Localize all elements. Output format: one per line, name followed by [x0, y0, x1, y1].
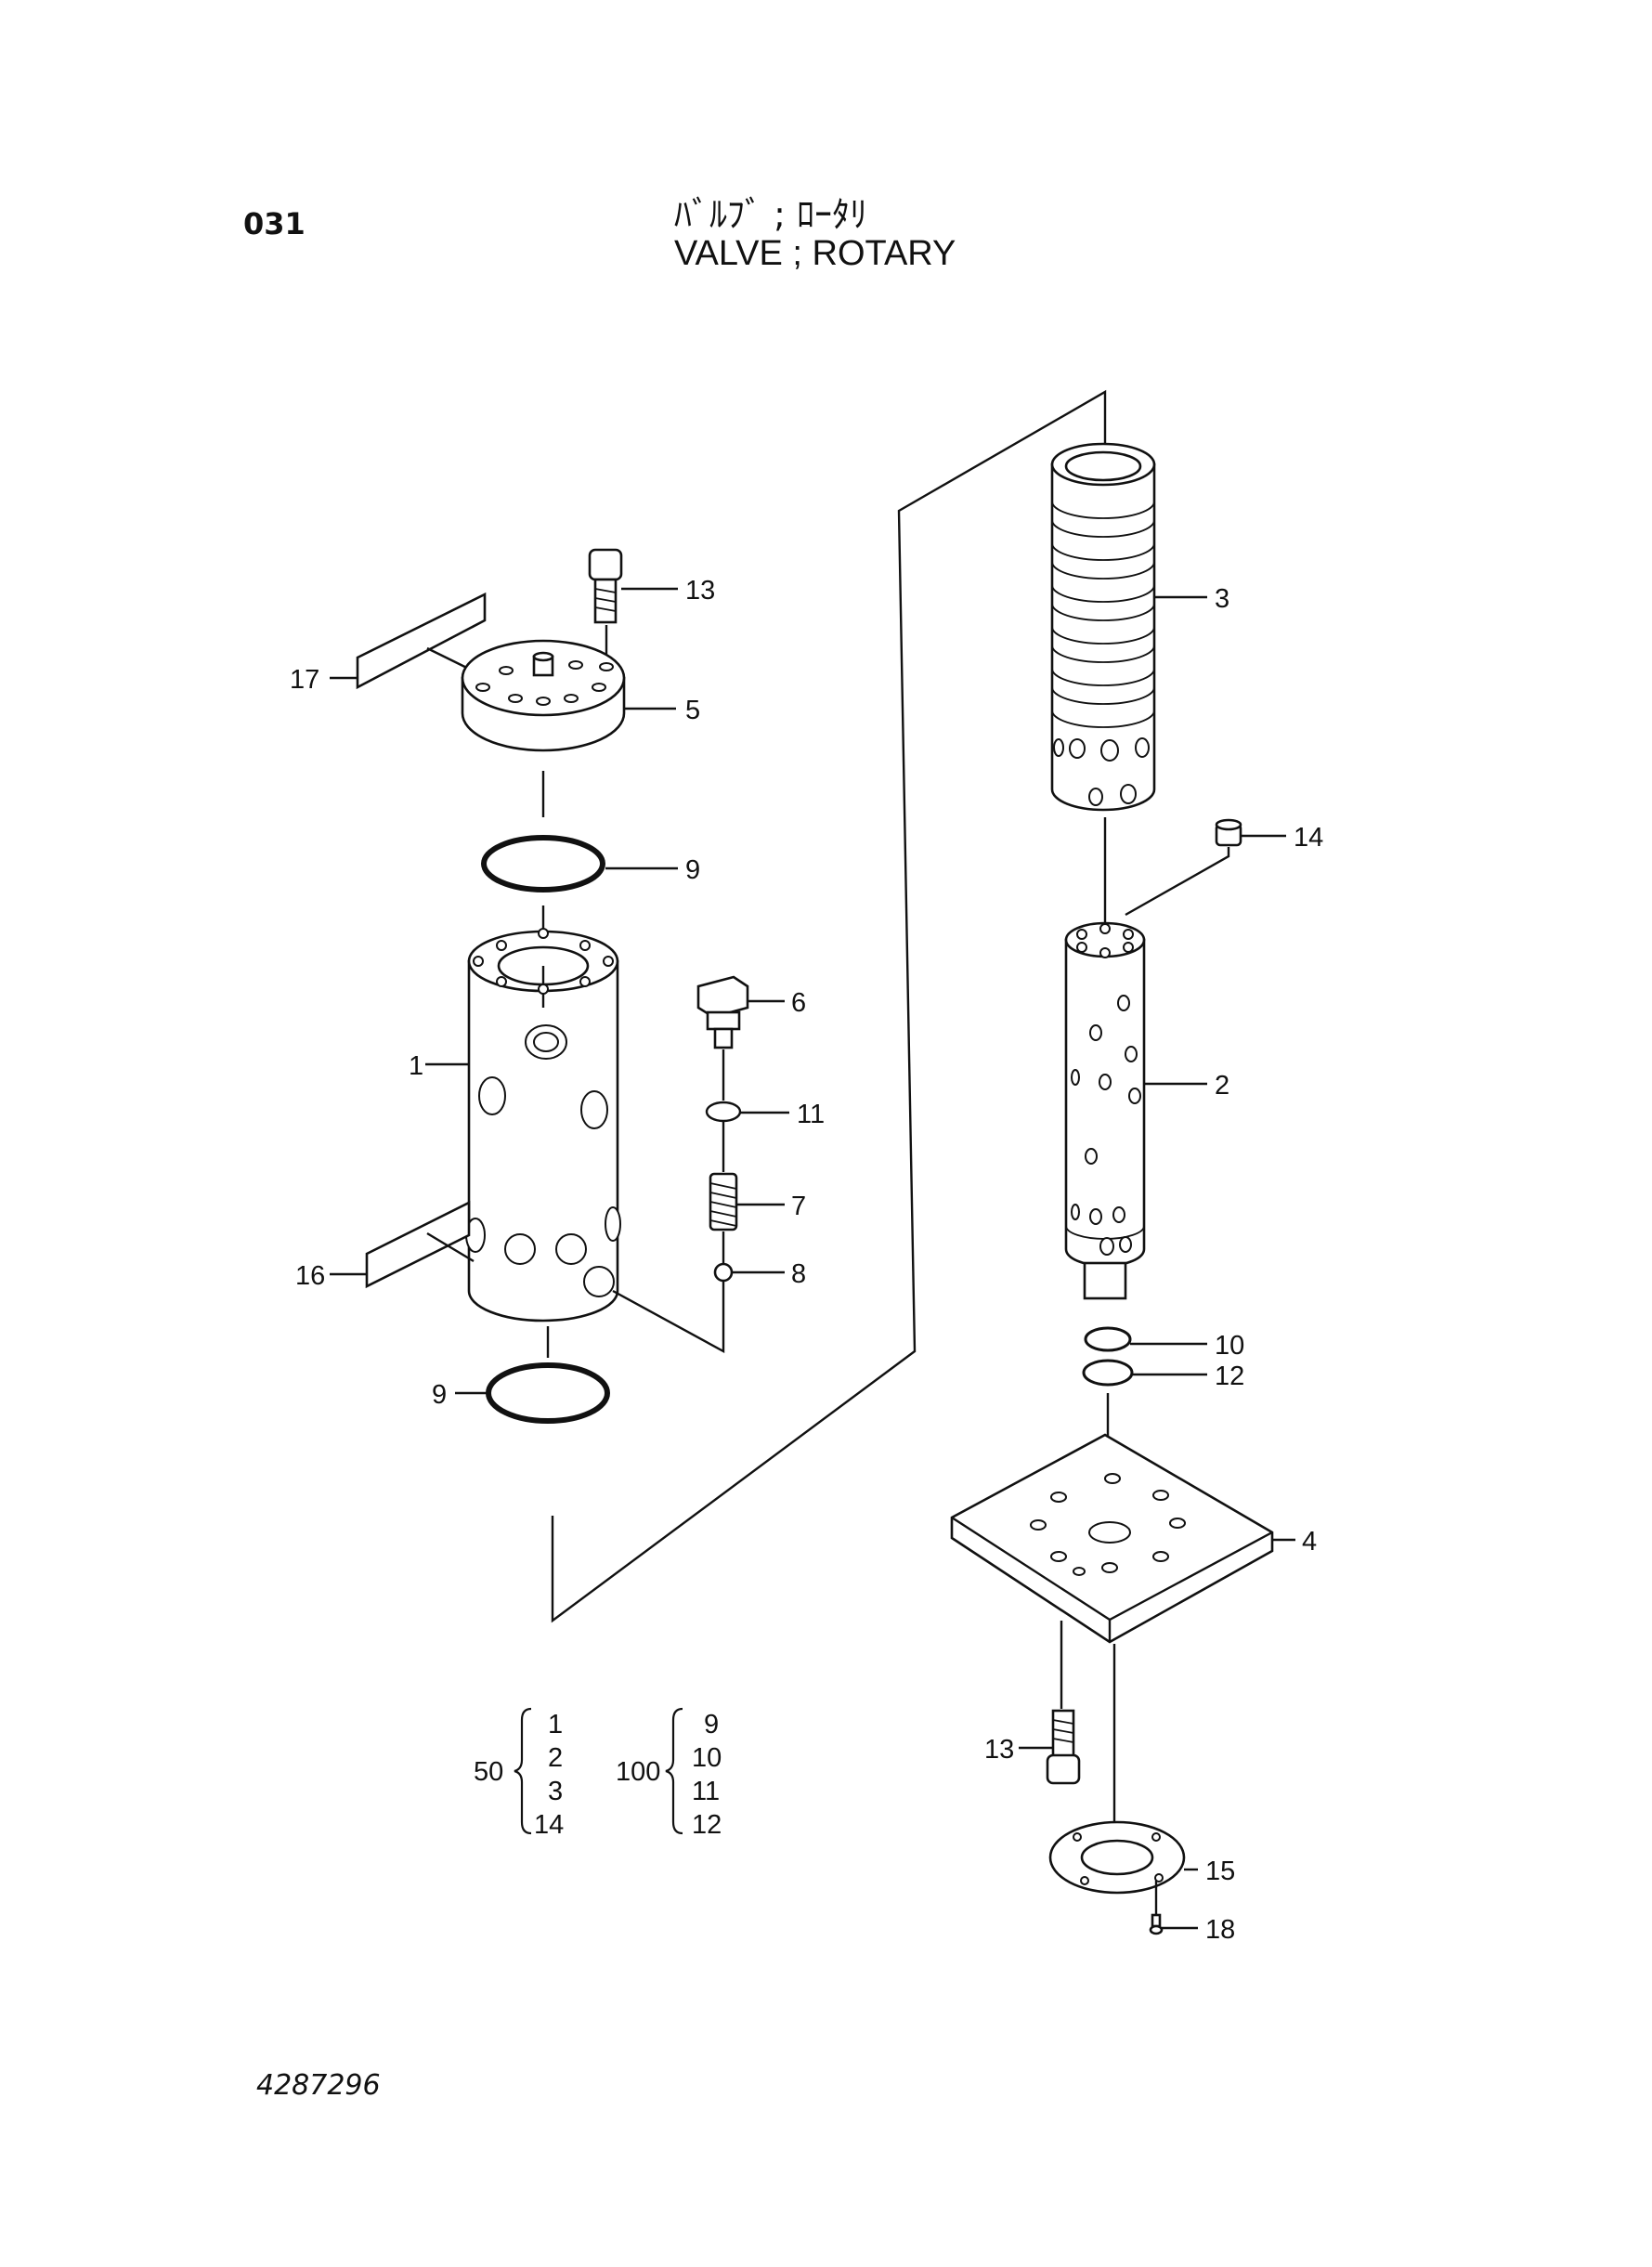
svg-text:13: 13	[984, 1735, 1014, 1765]
svg-text:16: 16	[295, 1261, 325, 1291]
callout-12: 12	[1132, 1362, 1244, 1391]
svg-text:6: 6	[791, 988, 806, 1018]
svg-text:1: 1	[548, 1710, 563, 1739]
drawing-number: 4287296	[256, 2069, 381, 2102]
svg-text:9: 9	[432, 1380, 447, 1410]
callout-13-top: 13	[621, 576, 715, 606]
callout-9-upper: 9	[605, 855, 700, 885]
callout-14: 14	[1241, 823, 1323, 853]
svg-text:4: 4	[1302, 1527, 1317, 1557]
o-ring-lower	[486, 1362, 610, 1424]
callout-6: 6	[748, 988, 806, 1018]
svg-text:8: 8	[791, 1259, 806, 1289]
screw	[1149, 1913, 1164, 1935]
o-ring-12	[1082, 1359, 1134, 1387]
svg-text:9: 9	[685, 855, 700, 885]
callout-8: 8	[732, 1259, 806, 1289]
title-english: VALVE ; ROTARY	[674, 234, 956, 273]
callout-15: 15	[1184, 1857, 1235, 1886]
svg-text:50: 50	[474, 1757, 503, 1787]
svg-text:12: 12	[1215, 1362, 1244, 1391]
cover-ring	[1048, 1820, 1186, 1895]
name-plate-16	[365, 1200, 471, 1289]
svg-text:13: 13	[685, 576, 715, 606]
base-plate	[950, 1433, 1274, 1644]
valve-body	[465, 928, 621, 1322]
svg-text:3: 3	[548, 1777, 563, 1806]
svg-text:12: 12	[692, 1810, 722, 1840]
callout-11: 11	[740, 1100, 825, 1129]
callout-7: 7	[736, 1192, 806, 1221]
svg-text:2: 2	[548, 1743, 563, 1773]
callout-5: 5	[624, 696, 700, 725]
cover-plate	[461, 639, 626, 752]
callout-1: 1	[409, 1051, 469, 1081]
callout-13-bottom: 13	[984, 1735, 1053, 1765]
callout-2: 2	[1144, 1071, 1229, 1101]
callout-16: 16	[295, 1261, 367, 1291]
svg-text:100: 100	[616, 1757, 660, 1787]
title-japanese: ﾊﾞﾙﾌﾞ ; ﾛｰﾀﾘ	[674, 194, 867, 235]
callout-10: 10	[1130, 1331, 1244, 1361]
socket-bolt-top	[588, 548, 623, 624]
svg-text:2: 2	[1215, 1071, 1229, 1101]
assembly-connector-line	[551, 389, 1107, 1623]
socket-bolt-bottom	[1046, 1709, 1081, 1785]
spool	[1064, 921, 1146, 1300]
svg-text:11: 11	[797, 1100, 825, 1129]
o-ring-10	[1084, 1326, 1132, 1352]
svg-text:10: 10	[692, 1743, 722, 1773]
kit-group-50: 50 1 2 3 14	[474, 1707, 564, 1840]
svg-text:5: 5	[685, 696, 700, 725]
svg-text:10: 10	[1215, 1331, 1244, 1361]
svg-text:18: 18	[1205, 1915, 1235, 1945]
page-code: 031	[243, 206, 306, 241]
svg-text:1: 1	[409, 1051, 423, 1081]
callout-18: 18	[1162, 1915, 1235, 1945]
plug	[696, 975, 749, 1049]
svg-text:17: 17	[290, 665, 319, 695]
callout-17: 17	[290, 665, 358, 695]
svg-text:14: 14	[1294, 823, 1323, 853]
outer-sleeve	[1050, 442, 1156, 812]
callout-3: 3	[1154, 584, 1229, 614]
spring	[709, 1172, 738, 1231]
svg-text:3: 3	[1215, 584, 1229, 614]
svg-text:11: 11	[692, 1777, 720, 1806]
steel-ball	[713, 1262, 734, 1283]
svg-text:14: 14	[534, 1810, 564, 1840]
small-plug	[1215, 818, 1242, 847]
svg-text:9: 9	[704, 1710, 719, 1739]
svg-text:7: 7	[791, 1192, 806, 1221]
callout-4: 4	[1272, 1527, 1317, 1557]
o-ring-upper	[481, 835, 605, 892]
o-ring-small	[705, 1101, 742, 1123]
callout-9-lower: 9	[432, 1380, 488, 1410]
kit-group-100: 100 9 10 11 12	[616, 1707, 722, 1840]
svg-text:15: 15	[1205, 1857, 1235, 1886]
